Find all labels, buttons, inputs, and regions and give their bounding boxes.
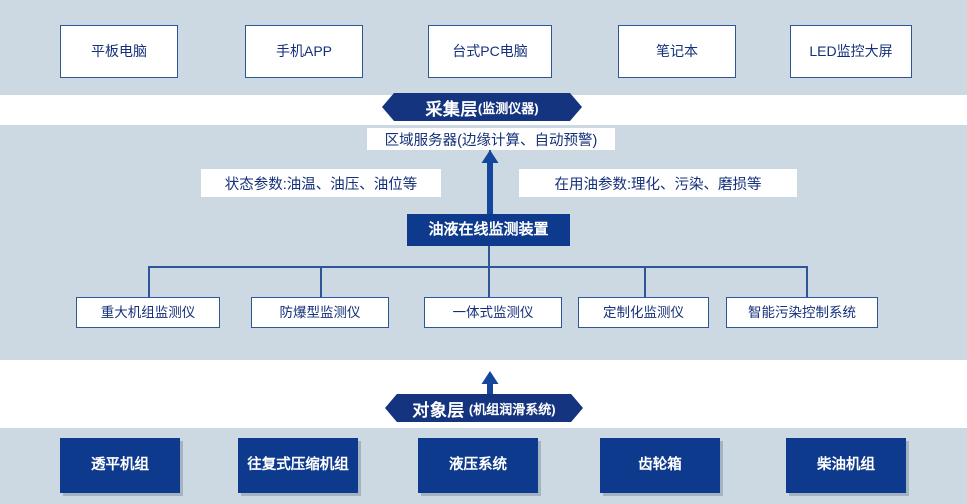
status-parameters-text: 状态参数:油温、油压、油位等 bbox=[224, 176, 418, 193]
arrow-up-icon bbox=[481, 150, 499, 216]
equipment-box-diesel-generator[interactable]: 柴油机组 bbox=[786, 438, 906, 493]
display-device-label: LED监控大屏 bbox=[809, 43, 893, 60]
display-device-box-tablet[interactable]: 平板电脑 bbox=[60, 25, 178, 78]
display-device-label: 平板电脑 bbox=[91, 43, 147, 60]
monitor-box-label: 智能污染控制系统 bbox=[748, 304, 856, 320]
connector-device-bus bbox=[148, 266, 808, 268]
monitor-box-explosion-proof[interactable]: 防爆型监测仪 bbox=[251, 297, 389, 328]
central-device-box[interactable]: 油液在线监测装置 bbox=[407, 214, 570, 246]
equipment-box-label: 齿轮箱 bbox=[638, 457, 682, 474]
object-layer-title: 对象层 bbox=[412, 400, 465, 420]
display-device-box-laptop[interactable]: 笔记本 bbox=[618, 25, 736, 78]
region-server-label: 区域服务器(边缘计算、自动预警) bbox=[367, 128, 615, 150]
object-layer-banner: 对象层(机组润滑系统) bbox=[385, 394, 583, 422]
equipment-box-label: 柴油机组 bbox=[817, 457, 875, 474]
monitor-box-label: 防爆型监测仪 bbox=[279, 304, 361, 320]
display-device-box-desktop-pc[interactable]: 台式PC电脑 bbox=[428, 25, 552, 78]
monitor-box-integrated[interactable]: 一体式监测仪 bbox=[424, 297, 562, 328]
connector-branch-5 bbox=[806, 266, 808, 297]
object-layer-subtitle: (机组润滑系统) bbox=[468, 401, 556, 417]
equipment-box-label: 透平机组 bbox=[91, 457, 149, 474]
monitor-box-label: 定制化监测仪 bbox=[603, 304, 684, 320]
upward-arrow-to-server bbox=[479, 150, 501, 216]
connector-device-trunk bbox=[488, 246, 490, 267]
arrow-up-icon bbox=[481, 371, 499, 409]
connector-branch-2 bbox=[320, 266, 322, 297]
upward-arrow-to-object-layer bbox=[479, 371, 501, 409]
monitor-box-customized[interactable]: 定制化监测仪 bbox=[578, 297, 709, 328]
collection-layer-title: 采集层 bbox=[425, 99, 478, 119]
inuse-oil-parameters-label: 在用油参数:理化、污染、磨损等 bbox=[519, 169, 797, 197]
equipment-box-label: 液压系统 bbox=[449, 457, 507, 474]
display-device-label: 手机APP bbox=[275, 43, 332, 60]
region-server-text: 区域服务器(边缘计算、自动预警) bbox=[384, 132, 598, 149]
monitor-box-label: 一体式监测仪 bbox=[452, 304, 534, 320]
equipment-box-gearbox[interactable]: 齿轮箱 bbox=[600, 438, 720, 493]
connector-branch-1 bbox=[148, 266, 150, 297]
monitor-box-smart-contamination-control[interactable]: 智能污染控制系统 bbox=[726, 297, 878, 328]
display-device-label: 笔记本 bbox=[656, 43, 698, 60]
equipment-box-hydraulic-system[interactable]: 液压系统 bbox=[418, 438, 538, 493]
equipment-box-turbine-unit[interactable]: 透平机组 bbox=[60, 438, 180, 493]
display-device-box-led-screen[interactable]: LED监控大屏 bbox=[790, 25, 912, 78]
monitor-box-label: 重大机组监测仪 bbox=[100, 304, 196, 320]
display-device-label: 台式PC电脑 bbox=[452, 43, 528, 60]
status-parameters-label: 状态参数:油温、油压、油位等 bbox=[201, 169, 441, 197]
collection-layer-subtitle: (监测仪器) bbox=[477, 100, 539, 116]
central-device-label: 油液在线监测装置 bbox=[428, 221, 549, 239]
equipment-box-label: 往复式压缩机组 bbox=[247, 457, 349, 474]
equipment-box-reciprocating-compressor[interactable]: 往复式压缩机组 bbox=[238, 438, 358, 493]
display-device-box-mobile-app[interactable]: 手机APP bbox=[245, 25, 363, 78]
monitor-box-major-unit[interactable]: 重大机组监测仪 bbox=[76, 297, 220, 328]
connector-branch-3 bbox=[488, 266, 490, 297]
inuse-oil-parameters-text: 在用油参数:理化、污染、磨损等 bbox=[554, 176, 762, 193]
connector-branch-4 bbox=[644, 266, 646, 297]
collection-layer-banner: 采集层(监测仪器) bbox=[382, 93, 582, 121]
